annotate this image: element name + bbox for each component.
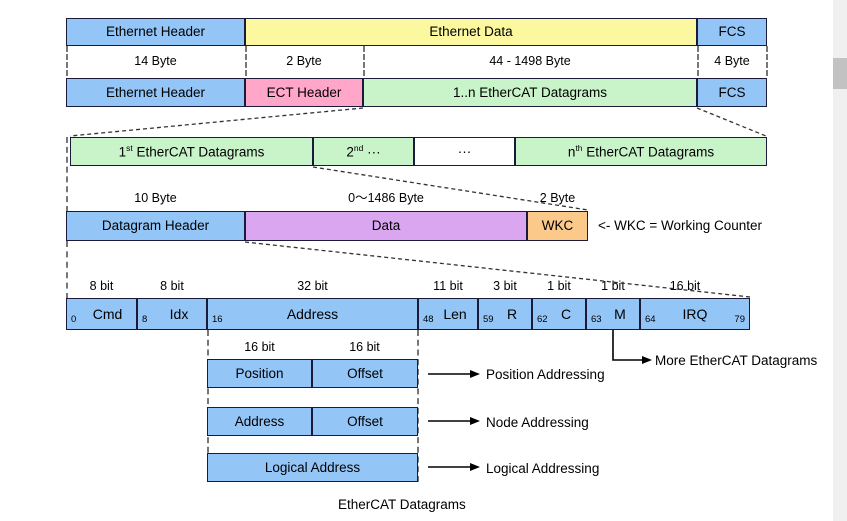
field-irq-start-bit: 64 (645, 314, 656, 325)
block-datagram-nth: nth EtherCAT Datagrams (515, 137, 767, 166)
bitsize-3-r: 3 bit (493, 278, 517, 293)
guide-dash-b (363, 46, 365, 76)
block-position: Position (207, 359, 312, 388)
block-fcs-1: FCS (697, 18, 767, 46)
bitsize-11-len: 11 bit (433, 278, 463, 293)
datagram-nth-label: nth EtherCAT Datagrams (567, 143, 715, 160)
field-m-start-bit: 63 (591, 314, 602, 325)
field-cmd: 0 Cmd (66, 298, 137, 330)
guide-dash-c (697, 46, 699, 76)
block-position-offset: Offset (312, 359, 418, 388)
field-c-name: C (560, 306, 572, 322)
guide-dash-addr-left (207, 330, 209, 482)
block-ethercat-datagrams: 1..n EtherCAT Datagrams (363, 78, 697, 107)
size-2-byte-wkc: 2 Byte (539, 190, 576, 205)
block-ethernet-header-1: Ethernet Header (66, 18, 245, 46)
bitsize-16-irq: 16 bit (669, 278, 701, 293)
bitsize-8-cmd: 8 bit (89, 278, 114, 293)
wkc-note: <- WKC = Working Counter (598, 218, 763, 233)
size-4-byte: 4 Byte (714, 53, 750, 68)
block-fcs-2: FCS (697, 78, 767, 107)
field-cmd-name: Cmd (92, 306, 123, 322)
field-irq-end-bit: 79 (734, 314, 745, 325)
guide-dash-left (66, 46, 68, 76)
datagram-1st-label: 1st EtherCAT Datagrams (118, 143, 265, 160)
bitsize-32-address: 32 bit (297, 278, 328, 293)
field-len-name: Len (443, 306, 467, 322)
field-idx-start-bit: 8 (142, 314, 148, 325)
size-44-1498-byte: 44 - 1498 Byte (489, 53, 571, 68)
field-r-start-bit: 59 (483, 314, 494, 325)
field-r: 59 R (478, 298, 532, 330)
field-len: 48 Len (418, 298, 478, 330)
block-data: Data (245, 211, 527, 241)
block-node-offset: Offset (312, 407, 418, 436)
guide-dash-dg-left (66, 137, 68, 212)
guide-dash-addr-right (417, 330, 419, 482)
guide-dash-a (245, 46, 247, 76)
block-node-address: Address (207, 407, 312, 436)
guide-dash-hdr-left (66, 241, 68, 299)
field-irq: 64 IRQ 79 (640, 298, 750, 330)
field-address-start-bit: 16 (212, 314, 223, 325)
label-more-datagrams: More EtherCAT Datagrams (655, 353, 818, 368)
bitsize-8-idx: 8 bit (160, 278, 184, 293)
label-position-addressing: Position Addressing (486, 367, 605, 382)
bitsize-1-c: 1 bit (547, 278, 571, 293)
field-cmd-start-bit: 0 (71, 314, 77, 325)
block-ect-header: ECT Header (245, 78, 363, 107)
block-wkc: WKC (527, 211, 588, 241)
block-ethernet-data: Ethernet Data (245, 18, 697, 46)
size-0-1486-byte: 0～1486 Byte (348, 190, 424, 205)
field-m-name: M (614, 306, 626, 322)
guide-dash-right (766, 46, 768, 76)
block-datagram-2nd: 2nd ··· (313, 137, 414, 166)
block-datagram-ellipsis: ··· (414, 137, 515, 166)
field-idx-name: Idx (169, 306, 189, 322)
label-node-addressing: Node Addressing (486, 415, 589, 430)
figure-caption: EtherCAT Datagrams (338, 497, 466, 512)
field-address: 16 Address (207, 298, 418, 330)
datagram-2nd-label: 2nd ··· (346, 143, 381, 160)
vertical-scrollbar-track[interactable] (833, 0, 847, 521)
field-m: 63 M (586, 298, 640, 330)
block-ethernet-header-2: Ethernet Header (66, 78, 245, 107)
block-logical-address: Logical Address (207, 453, 418, 482)
size-14-byte: 14 Byte (134, 53, 177, 68)
field-idx: 8 Idx (137, 298, 207, 330)
size-10-byte: 10 Byte (134, 190, 177, 205)
label-logical-addressing: Logical Addressing (486, 461, 600, 476)
size-2-byte-ect: 2 Byte (286, 53, 322, 68)
field-address-name: Address (286, 306, 339, 322)
block-datagram-header: Datagram Header (66, 211, 245, 241)
bitsize-1-m: 1 bit (601, 278, 625, 293)
bitsize-16-offset: 16 bit (349, 339, 380, 354)
field-c-start-bit: 62 (537, 314, 548, 325)
vertical-scrollbar-thumb[interactable] (833, 58, 847, 89)
field-r-name: R (506, 306, 518, 322)
bitsize-16-position: 16 bit (244, 339, 275, 354)
field-c: 62 C (532, 298, 586, 330)
field-len-start-bit: 48 (423, 314, 434, 325)
block-datagram-1st: 1st EtherCAT Datagrams (70, 137, 313, 166)
field-irq-name: IRQ (682, 306, 708, 322)
